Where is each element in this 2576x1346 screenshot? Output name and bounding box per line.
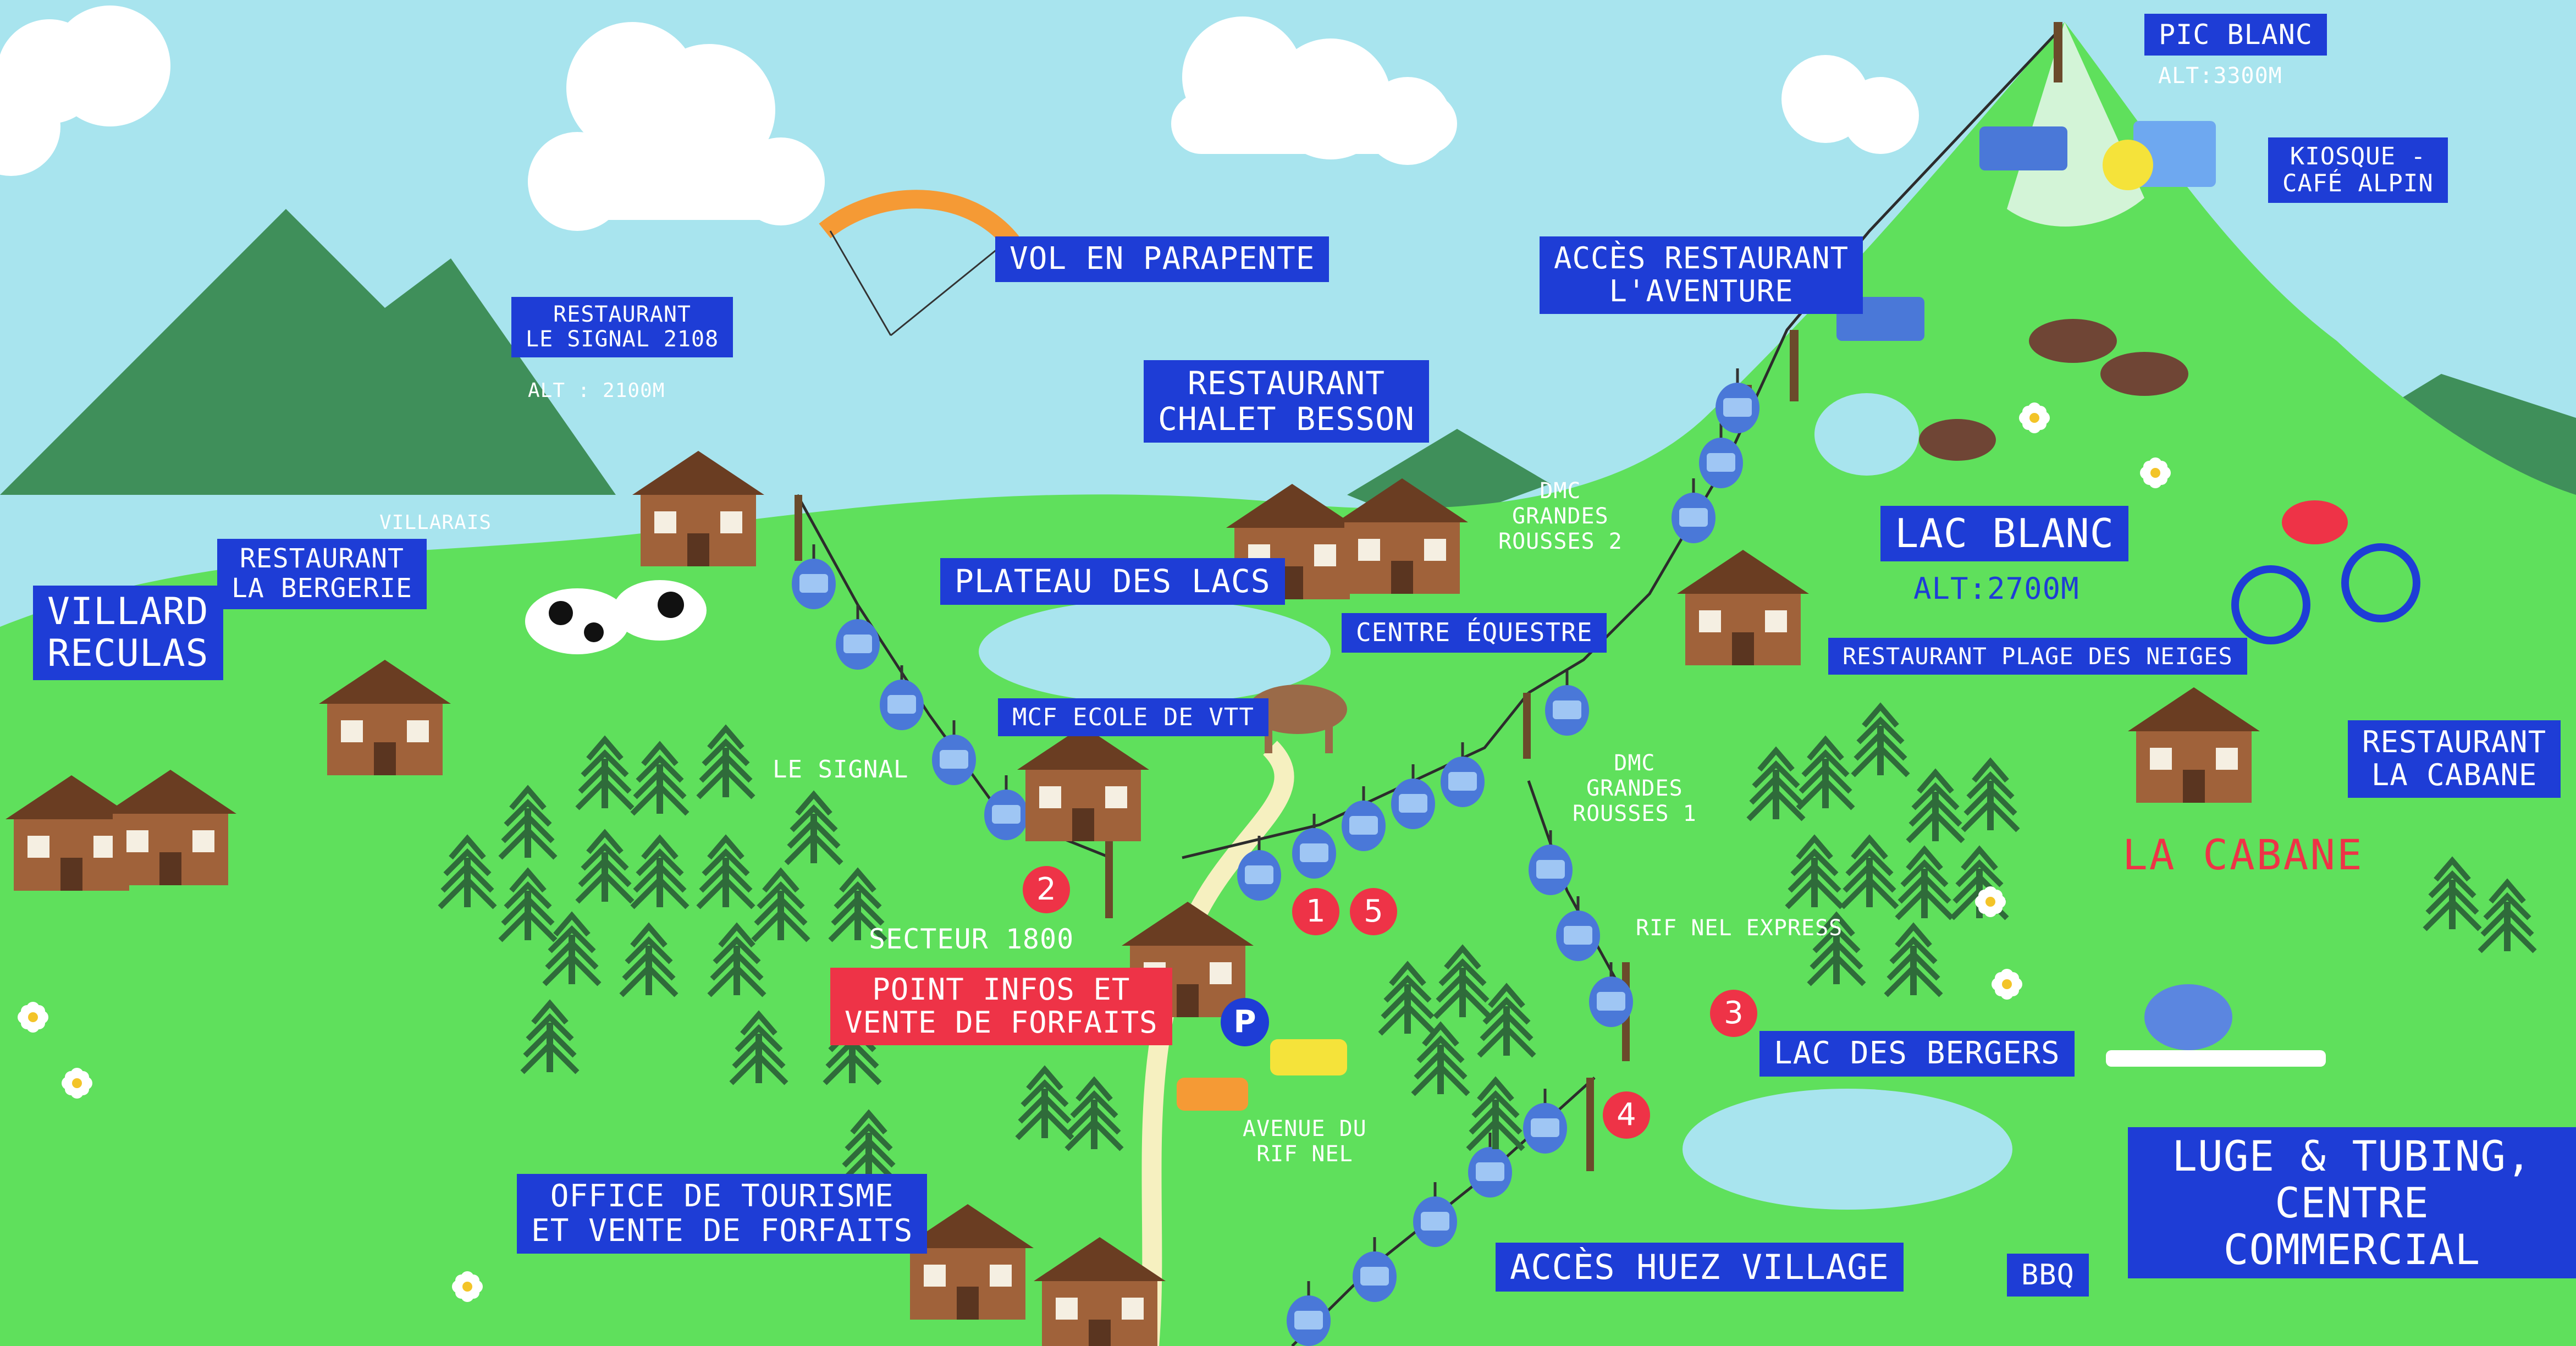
label-alt-2700: ALT:2700M: [1913, 571, 2079, 606]
label-dmc-1: DMC GRANDES ROUSSES 1: [1573, 751, 1697, 826]
mountain-left: [0, 209, 616, 495]
label-rif-nel-express: RIF NEL EXPRESS: [1636, 915, 1843, 941]
label-pic-blanc: PIC BLANC: [2144, 14, 2327, 56]
label-mcf-ecole-vtt: MCF ECOLE DE VTT: [998, 698, 1268, 737]
label-restaurant-la-cabane: RESTAURANT LA CABANE: [2348, 720, 2561, 798]
label-alt-3300: ALT:3300M: [2158, 63, 2282, 89]
plateau-lake: [979, 599, 1331, 704]
la-cabane-sign: LA CABANE: [2122, 830, 2364, 879]
marker-5: 5: [1350, 888, 1397, 935]
label-restaurant-chalet-besson: RESTAURANT CHALET BESSON: [1144, 360, 1429, 443]
chamois: [1919, 319, 2188, 461]
label-alt-2100: ALT : 2100M: [528, 379, 665, 402]
horse: [1248, 685, 1347, 753]
label-plateau-des-lacs: PLATEAU DES LACS: [940, 558, 1285, 605]
paraglider-lines: [829, 230, 1007, 336]
label-secteur-1800: SECTEUR 1800: [869, 923, 1074, 955]
label-luge-tubing: LUGE & TUBING, CENTRE COMMERCIAL: [2128, 1127, 2576, 1279]
label-acces-restaurant-aventure: ACCÈS RESTAURANT L'AVENTURE: [1540, 236, 1863, 314]
marker-4: 4: [1603, 1091, 1650, 1139]
marker-2: 2: [1023, 866, 1070, 913]
marker-3: 3: [1710, 990, 1757, 1037]
label-restaurant-la-bergerie: RESTAURANT LA BERGERIE: [217, 539, 427, 609]
paraglider-wing: [819, 190, 1019, 248]
lac-blanc-lake: [1814, 393, 1919, 476]
label-villard-reculas: VILLARD RECULAS: [33, 586, 223, 681]
label-office-tourisme: OFFICE DE TOURISME ET VENTE DE FORFAITS: [517, 1174, 928, 1254]
label-restaurant-plage-neiges: RESTAURANT PLAGE DES NEIGES: [1828, 638, 2247, 675]
cyclist: [2231, 500, 2420, 644]
luge: [2106, 984, 2326, 1067]
marker-1: 1: [1292, 888, 1339, 935]
label-bbq: BBQ: [2007, 1254, 2089, 1297]
label-point-infos: POINT INFOS ET VENTE DE FORFAITS: [830, 968, 1172, 1045]
clouds: [0, 5, 1919, 231]
parking-icon: P: [1221, 998, 1269, 1046]
label-dmc-2: DMC GRANDES ROUSSES 2: [1498, 478, 1623, 554]
label-vol-parapente: VOL EN PARAPENTE: [995, 236, 1330, 282]
label-kiosque: KIOSQUE - CAFÉ ALPIN: [2268, 137, 2448, 203]
label-lac-des-bergers: LAC DES BERGERS: [1759, 1031, 2075, 1077]
label-acces-huez-village: ACCÈS HUEZ VILLAGE: [1496, 1243, 1904, 1292]
label-le-signal: LE SIGNAL: [773, 755, 909, 784]
cars: [1177, 121, 2216, 1111]
label-restaurant-le-signal: RESTAURANT LE SIGNAL 2108: [511, 297, 733, 357]
lac-des-bergers-lake: [1683, 1089, 2012, 1210]
label-lac-blanc: LAC BLANC: [1880, 506, 2129, 561]
label-villarais: VILLARAIS: [379, 511, 492, 534]
label-avenue-rif-nel: AVENUE DU RIF NEL: [1243, 1116, 1367, 1167]
label-centre-equestre: CENTRE ÉQUESTRE: [1342, 613, 1607, 653]
cows: [525, 580, 707, 654]
